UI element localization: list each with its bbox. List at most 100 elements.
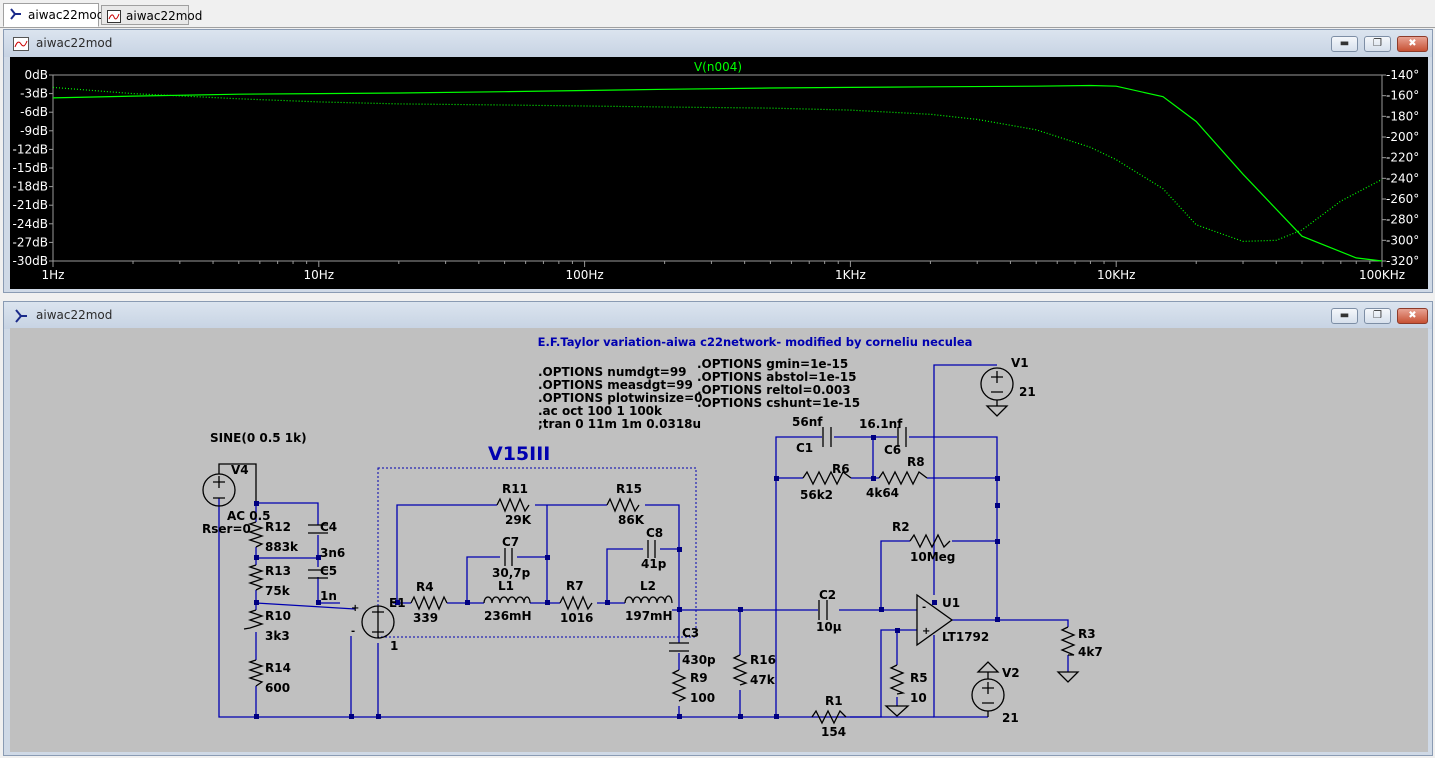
component-label-c8[interactable]: C8 [646,526,663,540]
spice-directives-left[interactable]: .OPTIONS numdgt=99.OPTIONS measdgt=99.OP… [538,365,702,431]
restore-button[interactable]: ❐ [1364,36,1391,52]
component-label-r14v[interactable]: 600 [265,681,290,695]
component-label-opminus[interactable]: - [922,602,926,613]
component-label-r11[interactable]: R11 [502,482,528,496]
component-label-c1v[interactable]: 56nf [792,415,823,429]
component-label-c6[interactable]: C6 [884,443,901,457]
component-label-c7[interactable]: C7 [502,535,519,549]
component-label-c1[interactable]: C1 [796,441,813,455]
schematic-canvas[interactable]: E.F.Taylor variation-aiwa c22network- mo… [10,328,1428,752]
schematic-drawing[interactable]: E.F.Taylor variation-aiwa c22network- mo… [10,328,1428,752]
bode-plot[interactable]: V(n004) 0dB-3dB-6dB-9dB-12dB-15dB-18dB-2… [10,57,1428,289]
component-label-ac[interactable]: AC 0.5 [227,509,271,523]
component-label-r5[interactable]: R5 [910,671,928,685]
component-label-c4[interactable]: C4 [320,520,337,534]
component-label-c5[interactable]: C5 [320,564,337,578]
component-label-opplus[interactable]: + [922,626,930,637]
tab-waveform[interactable]: aiwac22mod [101,5,202,25]
component-label-r2v[interactable]: 10Meg [910,550,955,564]
schematic-window-titlebar[interactable]: aiwac22mod ▬ ❐ ✖ [4,302,1432,329]
component-label-v1[interactable]: V1 [1011,356,1029,370]
component-label-c2v[interactable]: 10µ [816,620,842,634]
component-label-v4[interactable]: V4 [231,463,249,477]
component-label-l1[interactable]: L1 [498,579,514,593]
minimize-button[interactable]: ▬ [1331,308,1358,324]
component-label-v1v[interactable]: 21 [1019,385,1036,399]
source-spec[interactable]: SINE(0 0.5 1k) [210,431,307,445]
component-label-c8v[interactable]: 41p [641,557,667,571]
component-label-r9v[interactable]: 100 [690,691,715,705]
component-label-r13v[interactable]: 75k [265,584,291,598]
trace-title[interactable]: V(n004) [694,60,742,74]
component-label-r13[interactable]: R13 [265,564,291,578]
component-label-c6v[interactable]: 16.1nf [859,417,903,431]
component-label-r6[interactable]: R6 [832,462,850,476]
component-label-r10v[interactable]: 3k3 [265,629,290,643]
component-label-c4v[interactable]: 3n6 [320,546,345,560]
component-label-r3[interactable]: R3 [1078,627,1096,641]
spice-directive[interactable]: .OPTIONS numdgt=99 [538,365,687,379]
component-label-r16[interactable]: R16 [750,653,776,667]
component-label-eminus[interactable]: - [351,626,355,637]
component-label-r8v[interactable]: 4k64 [866,486,899,500]
component-label-u1[interactable]: U1 [942,596,960,610]
spice-directives-right[interactable]: .OPTIONS gmin=1e-15.OPTIONS abstol=1e-15… [697,357,860,410]
component-label-eplus[interactable]: + [351,603,359,614]
component-label-v2v[interactable]: 21 [1002,711,1019,725]
spice-directive[interactable]: .OPTIONS measdgt=99 [538,378,693,392]
tab-label: aiwac22mod [28,8,105,22]
close-button[interactable]: ✖ [1397,308,1428,324]
spice-directive[interactable]: .OPTIONS plotwinsize=0 [538,391,702,405]
component-label-r10[interactable]: R10 [265,609,291,623]
plot-window-titlebar[interactable]: aiwac22mod ▬ ❐ ✖ [4,30,1432,57]
v15iii-block[interactable] [377,467,697,638]
component-label-r8[interactable]: R8 [907,455,925,469]
component-label-r7v[interactable]: 1016 [560,611,593,625]
plot-area[interactable]: V(n004) 0dB-3dB-6dB-9dB-12dB-15dB-18dB-2… [10,57,1428,289]
block-label[interactable]: V15III [488,443,550,465]
component-label-r15v[interactable]: 86K [618,513,645,527]
spice-directive[interactable]: .ac oct 100 1 100k [538,404,663,418]
trace-phase[interactable] [52,86,1383,243]
component-label-r2[interactable]: R2 [892,520,910,534]
component-label-e1[interactable]: E1 [389,596,406,610]
component-label-c5v[interactable]: 1n [320,589,337,603]
component-label-r4v[interactable]: 339 [413,611,438,625]
component-label-c7v[interactable]: 30,7p [492,566,531,580]
component-label-u1v[interactable]: LT1792 [942,630,989,644]
component-label-l1v[interactable]: 236mH [484,609,532,623]
trace-magnitude[interactable] [52,84,1383,262]
component-label-v2[interactable]: V2 [1002,666,1020,680]
component-label-c2[interactable]: C2 [819,588,836,602]
spice-directive[interactable]: ;tran 0 11m 1m 0.0318u [538,417,701,431]
component-label-r7[interactable]: R7 [566,579,584,593]
spice-directive[interactable]: .OPTIONS gmin=1e-15 [697,357,848,371]
component-label-r6v[interactable]: 56k2 [800,488,833,502]
close-button[interactable]: ✖ [1397,36,1428,52]
component-label-r12[interactable]: R12 [265,520,291,534]
component-label-r12v[interactable]: 883k [265,540,299,554]
component-label-c3[interactable]: C3 [682,626,699,640]
component-label-r15[interactable]: R15 [616,482,642,496]
component-label-r4[interactable]: R4 [416,580,434,594]
spice-directive[interactable]: .OPTIONS cshunt=1e-15 [697,396,860,410]
spice-directive[interactable]: .OPTIONS reltol=0.003 [697,383,851,397]
component-label-c3v[interactable]: 430p [682,653,716,667]
component-label-r9[interactable]: R9 [690,671,708,685]
component-label-rser[interactable]: Rser=0 [202,522,251,536]
spice-directive[interactable]: .OPTIONS abstol=1e-15 [697,370,856,384]
minimize-button[interactable]: ▬ [1331,36,1358,52]
component-label-r1v[interactable]: 154 [821,725,846,739]
component-label-r3v[interactable]: 4k7 [1078,645,1103,659]
component-label-r5v[interactable]: 10 [910,691,927,705]
component-label-r16v[interactable]: 47k [750,673,776,687]
component-label-r1[interactable]: R1 [825,694,843,708]
schematic-title[interactable]: E.F.Taylor variation-aiwa c22network- mo… [538,335,973,349]
component-label-l2v[interactable]: 197mH [625,609,673,623]
component-label-r11v[interactable]: 29K [505,513,532,527]
tab-schematic[interactable]: aiwac22mod [3,3,104,27]
restore-button[interactable]: ❐ [1364,308,1391,324]
component-label-e1g[interactable]: 1 [390,639,398,653]
component-label-r14[interactable]: R14 [265,661,291,675]
component-label-l2[interactable]: L2 [640,579,656,593]
